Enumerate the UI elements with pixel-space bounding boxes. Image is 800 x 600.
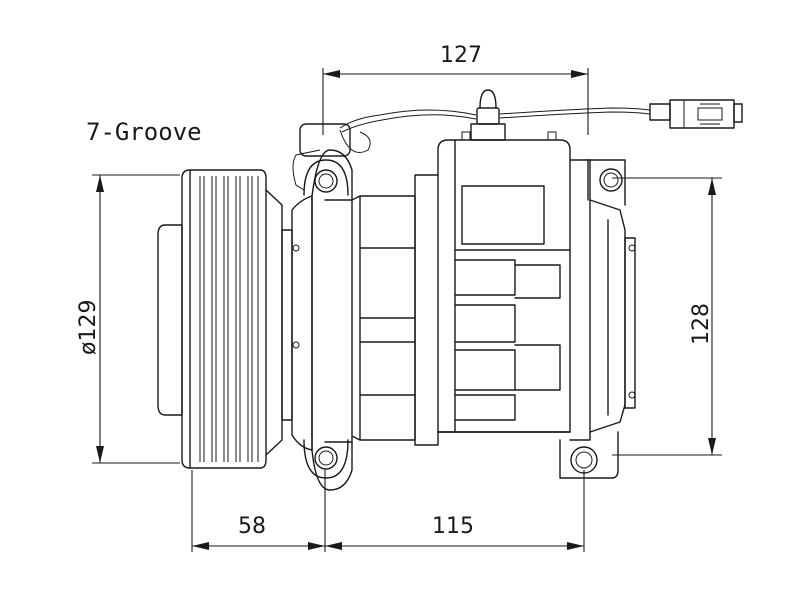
top-valve [470, 89, 506, 141]
cylinder-section [351, 195, 416, 441]
dimension-mount-height: 128 [612, 177, 722, 456]
dimension-129-text: ø129 [76, 300, 101, 355]
bolt-heads [292, 244, 636, 399]
rear-housing [559, 159, 636, 479]
dimension-58-text: 58 [238, 514, 266, 539]
bottom-mount-ear-front [303, 439, 349, 479]
pulley-grooves [199, 176, 259, 462]
electrical-connector [649, 99, 743, 129]
dimension-127-text: 127 [440, 43, 482, 68]
dimension-bottom-width: 115 [325, 470, 585, 552]
compressor-body [414, 131, 571, 446]
dimension-115-text: 115 [432, 514, 474, 539]
wire-harness [292, 107, 651, 191]
dimension-pulley-diameter: ø129 [76, 174, 180, 464]
groove-label: 7-Groove [86, 118, 202, 146]
top-mount-ear-rear [587, 159, 626, 206]
bottom-mount-ear-rear [559, 431, 619, 479]
dimension-128-text: 128 [689, 303, 714, 345]
dimension-top-width: 127 [322, 43, 589, 135]
top-mount-ear-front [303, 159, 349, 196]
dimension-front-offset: 58 [191, 470, 326, 552]
pulley [157, 169, 293, 469]
front-housing [291, 123, 353, 491]
